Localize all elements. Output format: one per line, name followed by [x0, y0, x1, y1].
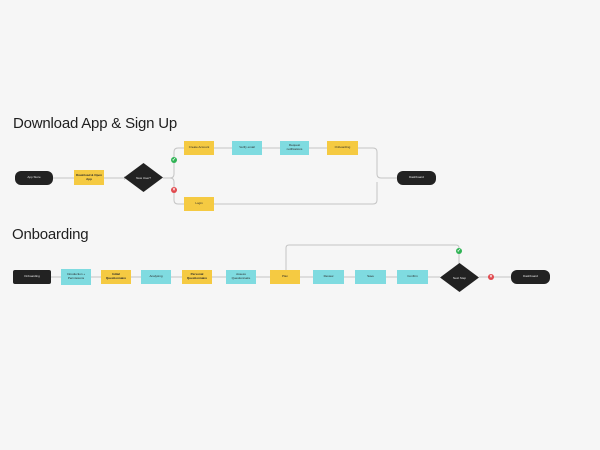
review-node[interactable]: Review [313, 270, 344, 284]
download-open-app-node[interactable]: Download & Open App [74, 170, 104, 185]
verify-email-node[interactable]: Verify email [232, 141, 262, 155]
app-store-node[interactable]: App Store [15, 171, 53, 185]
login-node[interactable]: Login [184, 197, 214, 211]
signup-section-title: Download App & Sign Up [13, 115, 178, 132]
yes-check-icon: ✓ [171, 157, 177, 163]
analysing-node[interactable]: Analysing [141, 270, 171, 284]
decision-label: New User? [136, 175, 151, 180]
plan-node[interactable]: Plan [270, 270, 300, 284]
dashboard-final-node[interactable]: Dashboard [511, 270, 550, 284]
assess-questionnaire-node[interactable]: Assess Questionnaire [226, 270, 256, 284]
decision-label: Next Step [452, 275, 467, 280]
new-user-decision[interactable]: New User? [124, 163, 163, 192]
connector [285, 244, 460, 270]
connector [214, 182, 378, 205]
connector [358, 147, 397, 179]
onboarding-step-node[interactable]: Onboarding [327, 141, 358, 155]
dashboard-end-node[interactable]: Dashboard [397, 171, 436, 185]
no-cross-icon: × [488, 274, 494, 280]
personal-questionnaire-node[interactable]: Personal Questionnaire [182, 270, 212, 284]
onboarding-start-node[interactable]: Onboarding [13, 270, 51, 284]
onboarding-section-title: Onboarding [12, 226, 89, 243]
request-notifications-node[interactable]: Request notifications [280, 141, 309, 155]
connector [163, 147, 184, 179]
introduction-permissions-node[interactable]: Introduction + Permissions [61, 269, 91, 285]
no-cross-icon: × [171, 187, 177, 193]
next-step-decision[interactable]: Next Step [440, 263, 479, 292]
create-account-node[interactable]: Create Account [184, 141, 214, 155]
confirm-node[interactable]: Confirm [397, 270, 428, 284]
decision-diamond-shape [440, 263, 479, 292]
yes-check-icon: ✓ [456, 248, 462, 254]
initial-questionnaire-node[interactable]: Initial Questionnaire [101, 270, 131, 284]
decision-diamond-shape [124, 163, 163, 192]
save-node[interactable]: Save [355, 270, 386, 284]
